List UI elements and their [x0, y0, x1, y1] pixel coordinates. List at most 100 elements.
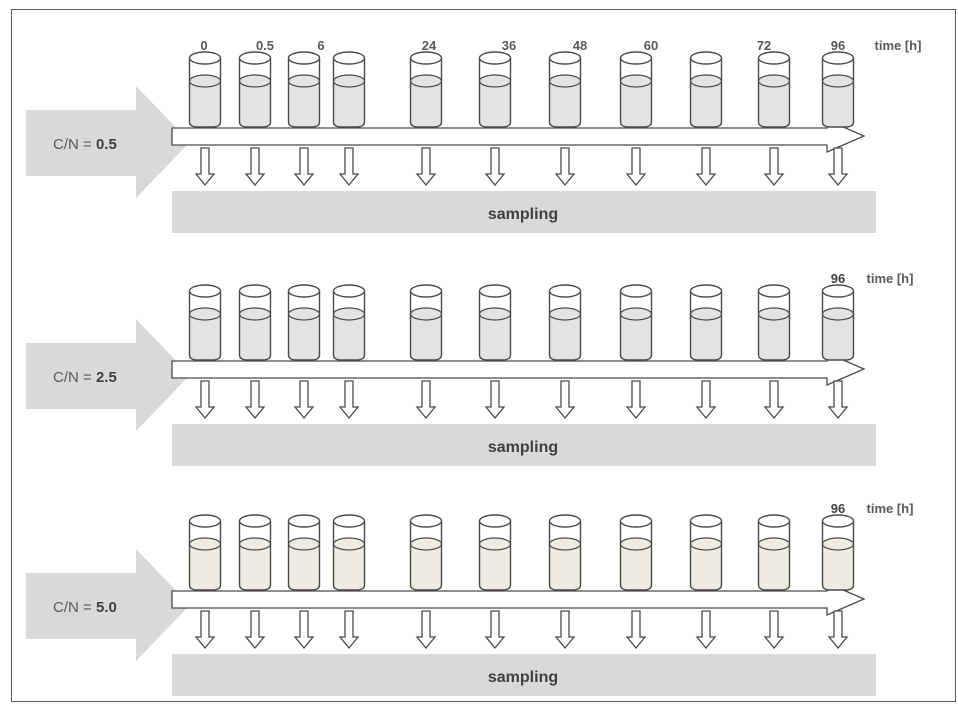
sample-vial-icon	[188, 51, 222, 128]
time-point-label: 48	[573, 38, 587, 53]
down-arrow-icon	[695, 147, 717, 187]
vial-rim	[619, 284, 653, 298]
sample-vial-icon	[238, 51, 272, 128]
vial-liquid	[690, 544, 722, 590]
sample-vial-icon	[409, 514, 443, 591]
vial-body	[478, 291, 512, 361]
vial-liquid-surface	[689, 537, 723, 551]
vial-rim	[238, 514, 272, 528]
sample-vial-icon	[548, 51, 582, 128]
vial-body	[409, 521, 443, 591]
cn-ratio-value: 0.5	[96, 136, 117, 153]
time-point-label: 36	[502, 38, 516, 53]
vial-rim	[821, 284, 855, 298]
vial-liquid-surface	[619, 307, 653, 321]
vial-rim	[619, 51, 653, 65]
sample-vial-icon	[287, 284, 321, 361]
vial-liquid	[620, 314, 652, 360]
time-point-label: 6	[317, 38, 324, 53]
condition-arrow	[26, 549, 190, 661]
vial-body	[821, 58, 855, 128]
sample-vial-icon	[619, 284, 653, 361]
vial-body	[821, 291, 855, 361]
vial-liquid-surface	[619, 74, 653, 88]
vial-rim	[548, 514, 582, 528]
vial-body	[188, 58, 222, 128]
vial-liquid	[189, 81, 221, 127]
vial-body	[409, 58, 443, 128]
vial-rim	[409, 51, 443, 65]
sample-vial-icon	[689, 284, 723, 361]
vial-rim	[548, 284, 582, 298]
down-arrow-icon	[554, 610, 576, 650]
down-arrow-icon	[827, 147, 849, 187]
down-arrow-icon	[194, 610, 216, 650]
down-arrow-icon	[484, 610, 506, 650]
vial-rim	[757, 284, 791, 298]
vial-rim	[332, 284, 366, 298]
vial-liquid	[690, 314, 722, 360]
vial-liquid-surface	[287, 74, 321, 88]
vial-body	[619, 291, 653, 361]
sample-vial-icon	[188, 284, 222, 361]
vial-body	[619, 58, 653, 128]
vial-liquid-surface	[478, 307, 512, 321]
vial-liquid	[479, 81, 511, 127]
sample-vial-icon	[332, 284, 366, 361]
vial-rim	[287, 284, 321, 298]
down-arrow-icon	[484, 147, 506, 187]
down-arrow-icon	[415, 610, 437, 650]
time-axis-label: time [h]	[867, 271, 914, 286]
time-point-label: 0	[200, 38, 207, 53]
vial-rim	[478, 514, 512, 528]
vial-body	[548, 521, 582, 591]
vial-body	[689, 58, 723, 128]
vial-body	[188, 521, 222, 591]
vial-liquid-surface	[409, 74, 443, 88]
sample-vial-icon	[689, 514, 723, 591]
vial-liquid-surface	[188, 537, 222, 551]
vial-liquid	[239, 314, 271, 360]
down-arrow-icon	[338, 380, 360, 420]
vial-liquid-surface	[188, 74, 222, 88]
vial-rim	[689, 284, 723, 298]
vial-body	[238, 521, 272, 591]
vial-body	[332, 58, 366, 128]
vial-rim	[238, 51, 272, 65]
vial-body	[188, 291, 222, 361]
sampling-band	[172, 654, 876, 696]
time-point-label: 72	[757, 38, 771, 53]
time-axis-label: time [h]	[875, 38, 922, 53]
vial-body	[548, 58, 582, 128]
vial-liquid-surface	[689, 74, 723, 88]
down-arrow-icon	[625, 147, 647, 187]
sampling-label: sampling	[488, 439, 558, 456]
vial-liquid	[239, 81, 271, 127]
down-arrow-icon	[244, 380, 266, 420]
vial-rim	[689, 514, 723, 528]
time-point-label: 96	[831, 38, 845, 53]
vial-rim	[332, 514, 366, 528]
vial-rim	[409, 514, 443, 528]
vial-body	[238, 58, 272, 128]
vial-body	[821, 521, 855, 591]
vial-rim	[478, 284, 512, 298]
down-arrow-icon	[338, 610, 360, 650]
vial-liquid	[410, 544, 442, 590]
vial-body	[287, 58, 321, 128]
vial-body	[287, 521, 321, 591]
down-arrow-icon	[293, 147, 315, 187]
down-arrow-icon	[484, 380, 506, 420]
vial-liquid	[822, 544, 854, 590]
vial-liquid-surface	[548, 307, 582, 321]
sampling-label: sampling	[488, 669, 558, 686]
sample-vial-icon	[238, 284, 272, 361]
vial-body	[332, 291, 366, 361]
vial-liquid-surface	[548, 537, 582, 551]
sample-vial-icon	[757, 284, 791, 361]
sample-vial-icon	[287, 51, 321, 128]
vial-liquid-surface	[238, 537, 272, 551]
sample-vial-icon	[478, 514, 512, 591]
vial-body	[478, 58, 512, 128]
